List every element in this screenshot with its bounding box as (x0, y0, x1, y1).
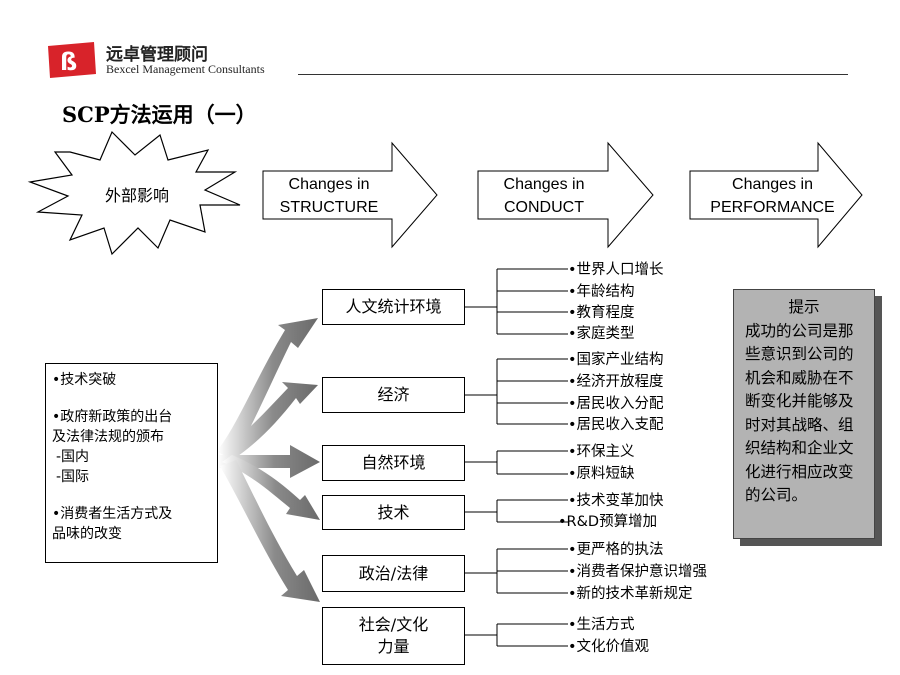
category-box-society-culture: 社会/文化 力量 (322, 607, 465, 665)
list-item: •年龄结构 (568, 284, 635, 300)
structure-line2: STRUCTURE (279, 199, 379, 216)
starburst-shape (27, 130, 241, 256)
driver-item: •政府新政策的出台 (52, 409, 173, 425)
conduct-stage-label: Changes in CONDUCT (478, 173, 610, 219)
list-item: •消费者保护意识增强 (568, 564, 708, 580)
list-item: •经济开放程度 (568, 374, 664, 390)
driver-subitem: -国内 (56, 449, 90, 465)
tip-body: 成功的公司是那些意识到公司的机会和威胁在不断变化并能够及时对其战略、组织结构和企… (745, 321, 854, 505)
performance-line2: PERFORMANCE (710, 199, 835, 216)
conduct-line2: CONDUCT (504, 199, 584, 216)
category-box-politics-law: 政治/法律 (322, 555, 465, 592)
logo-chinese-name: 远卓管理顾问 (106, 45, 208, 65)
driver-subitem: -国际 (56, 469, 90, 485)
category-box-economy: 经济 (322, 377, 465, 413)
list-item: •居民收入分配 (568, 396, 664, 412)
conduct-arrow (477, 141, 654, 249)
list-item: •居民收入支配 (568, 417, 664, 433)
list-item: •R&D预算增加 (558, 514, 658, 530)
society-culture-label-line1: 社会/文化 (358, 615, 429, 634)
external-drivers-box: •技术突破 •政府新政策的出台 及法律法规的颁布 -国内 -国际 •消费者生活方… (45, 363, 218, 563)
structure-arrow (262, 141, 438, 249)
list-item: •更严格的执法 (568, 542, 664, 558)
driver-item: •技术突破 (52, 372, 117, 388)
category-box-demographics: 人文统计环境 (322, 289, 465, 325)
tip-box: 提示 成功的公司是那些意识到公司的机会和威胁在不断变化并能够及时对其战略、组织结… (733, 289, 875, 539)
page-title: SCP方法运用（一） (62, 102, 257, 127)
driver-item: 及法律法规的颁布 (52, 429, 164, 445)
fan-arrows (218, 318, 320, 602)
structure-line1: Changes in (288, 176, 370, 193)
performance-arrow (689, 141, 863, 249)
list-item: •技术变革加快 (568, 493, 664, 509)
list-item: •文化价值观 (568, 639, 650, 655)
society-culture-label-line2: 力量 (377, 637, 410, 656)
list-item: •新的技术革新规定 (568, 586, 693, 602)
performance-stage-label: Changes in PERFORMANCE (690, 173, 855, 219)
list-item: •教育程度 (568, 305, 635, 321)
category-box-natural-environment: 自然环境 (322, 445, 465, 481)
driver-item: 品味的改变 (52, 526, 122, 542)
list-item: •生活方式 (568, 617, 635, 633)
tip-heading: 提示 (788, 298, 820, 316)
svg-text:ß: ß (60, 48, 77, 76)
connector-lines (465, 268, 568, 647)
logo-english-name: Bexcel Management Consultants (106, 62, 265, 76)
header-rule (298, 74, 848, 75)
list-item: •原料短缺 (568, 466, 635, 482)
list-item: •环保主义 (568, 444, 635, 460)
structure-stage-label: Changes in STRUCTURE (263, 173, 395, 219)
bexcel-logo-icon: ß (48, 42, 96, 78)
list-item: •家庭类型 (568, 326, 635, 342)
conduct-line1: Changes in (503, 176, 585, 193)
external-impact-label: 外部影响 (104, 186, 169, 205)
performance-line1: Changes in (732, 176, 813, 193)
category-box-technology: 技术 (322, 495, 465, 530)
driver-item: •消费者生活方式及 (52, 506, 173, 522)
list-item: •国家产业结构 (568, 352, 664, 368)
list-item: •世界人口增长 (568, 262, 664, 278)
